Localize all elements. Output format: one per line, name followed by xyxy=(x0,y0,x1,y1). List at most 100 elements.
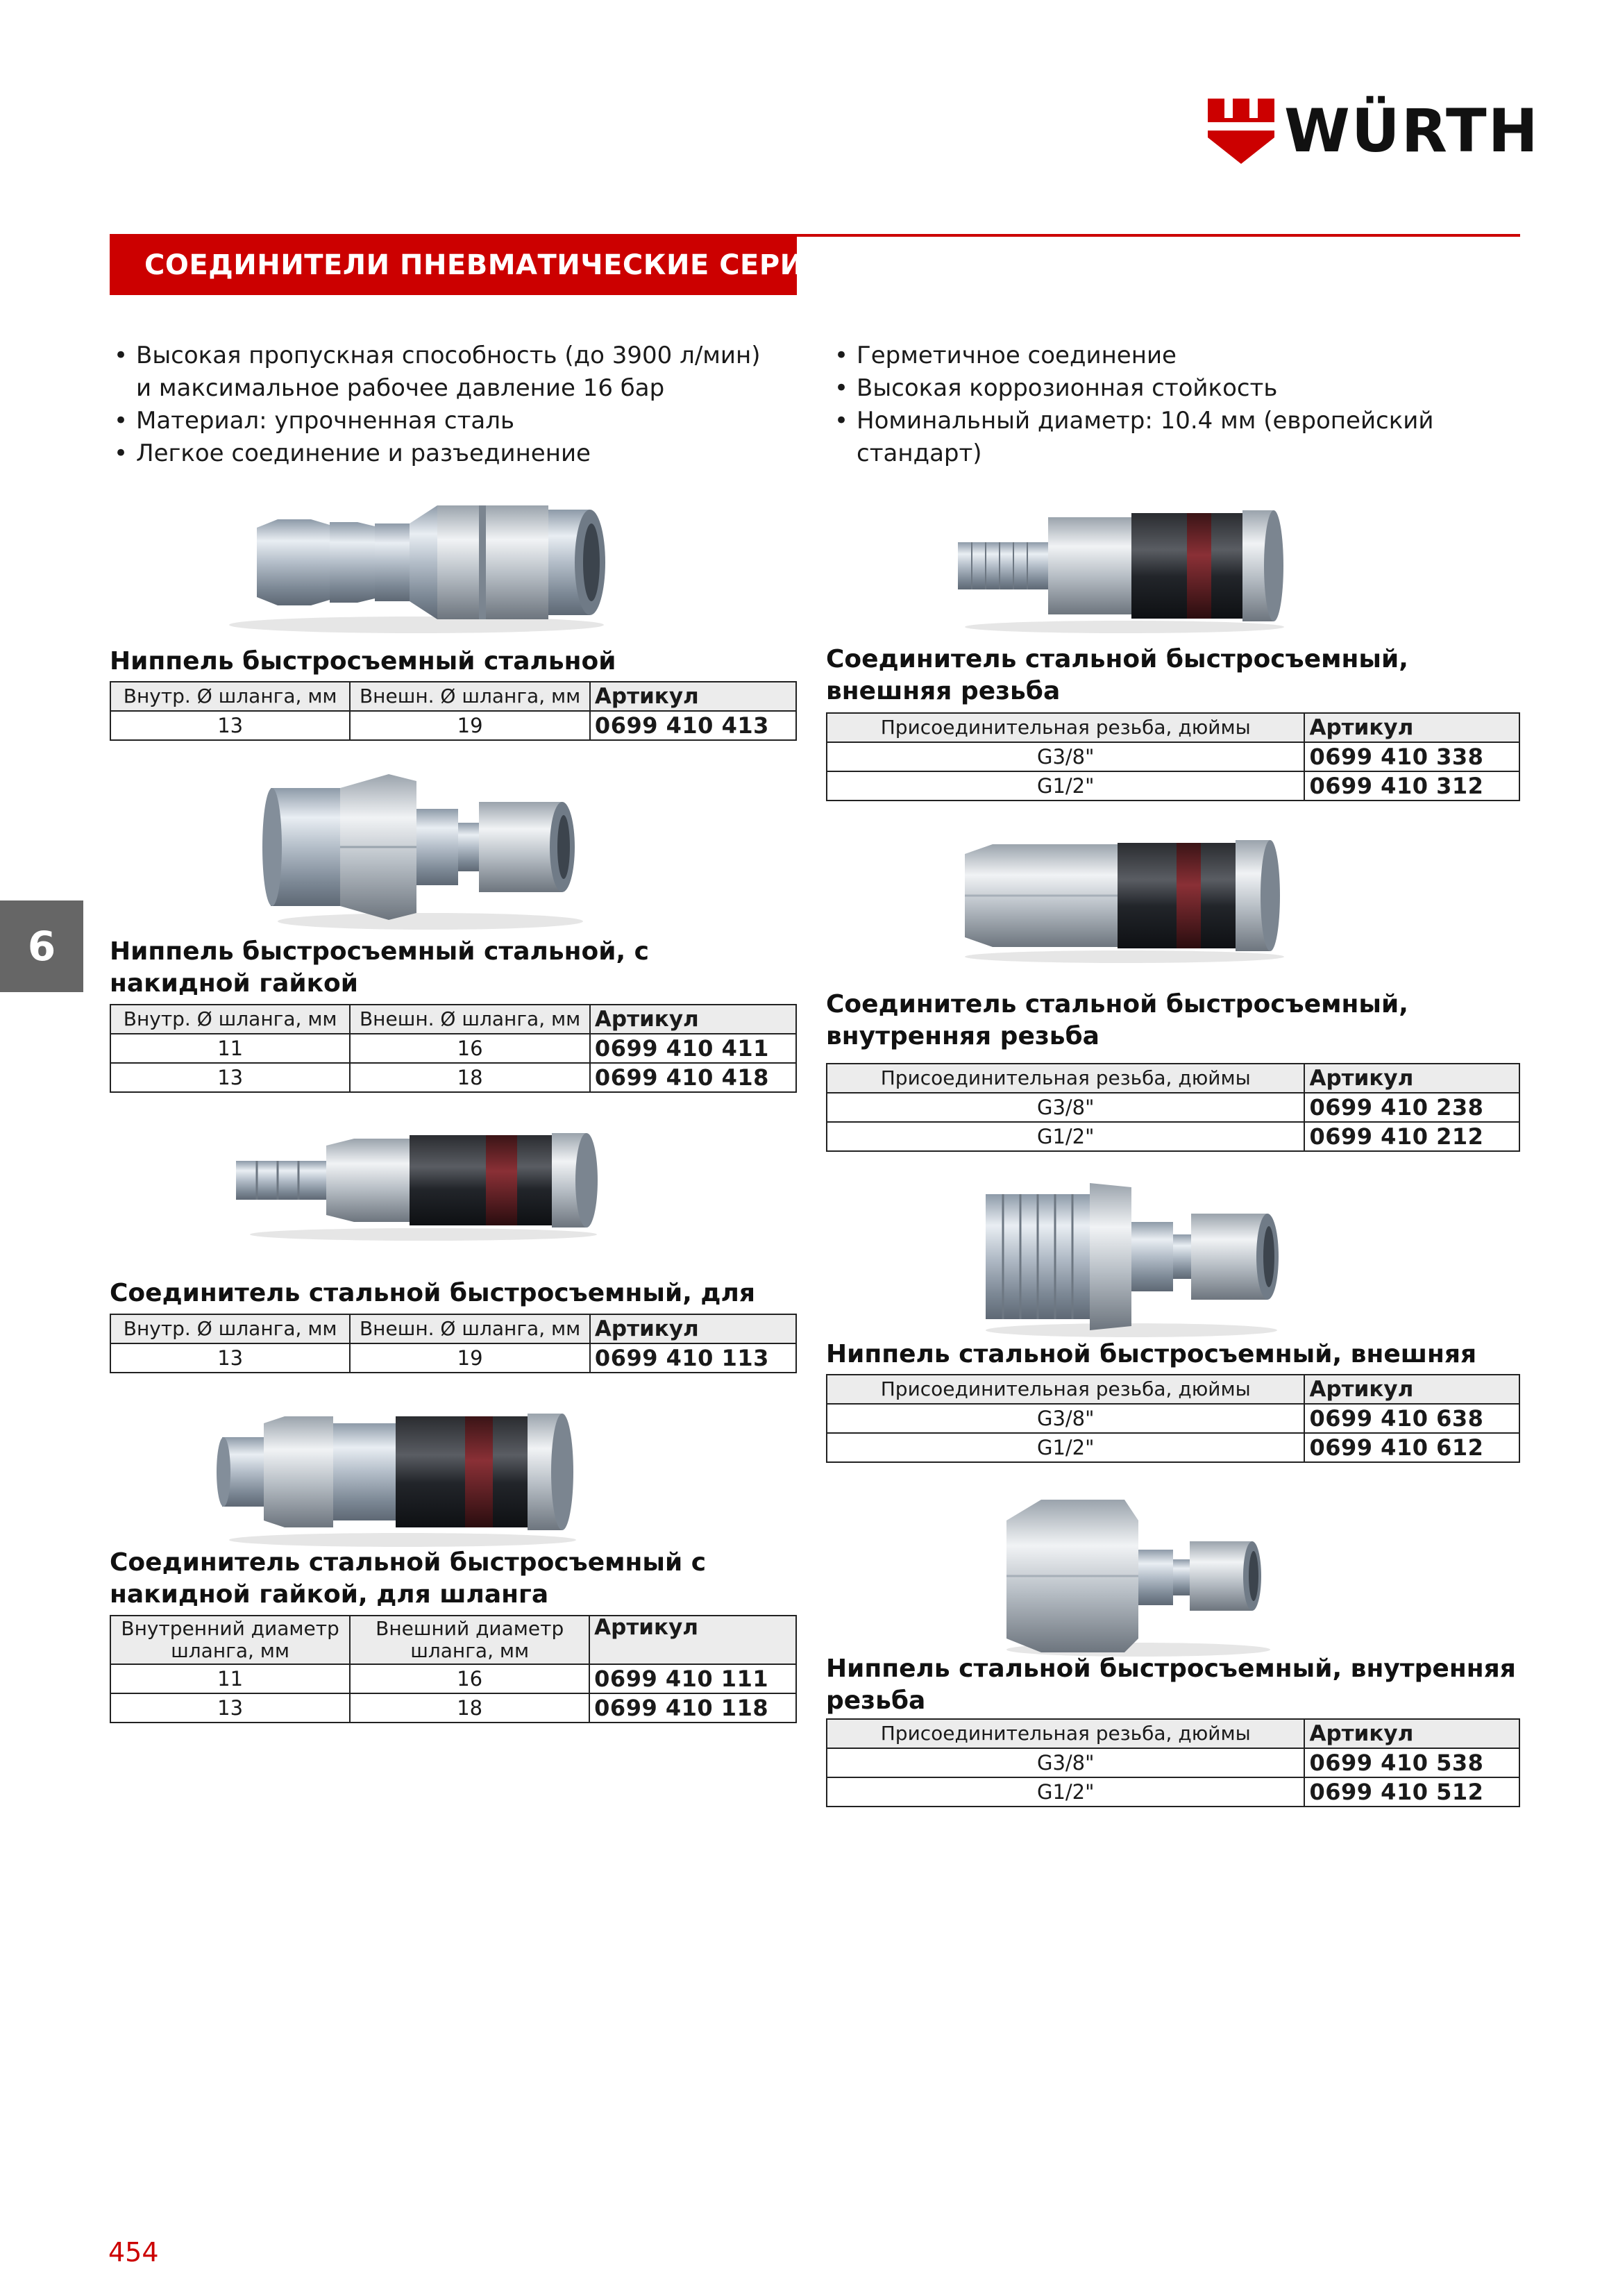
table-header-row: Внутр. Ø шланга, мм Внешн. Ø шланга, мм … xyxy=(109,1314,798,1344)
product-image-nut-coupler xyxy=(217,1414,576,1547)
table-cell: G3/8" xyxy=(825,1748,1306,1778)
article-number: 0699 410 113 xyxy=(589,1343,798,1373)
table-row: 13 18 0699 410 118 xyxy=(109,1693,797,1723)
product-title: Ниппель стальной быстросъемный, внутренн… xyxy=(826,1654,1516,1715)
article-number: 0699 410 312 xyxy=(1304,771,1520,801)
feature-item: Высокая коррозионная стойкость xyxy=(832,372,1519,405)
table-cell: 16 xyxy=(349,1033,591,1064)
table-cell: 13 xyxy=(109,1343,351,1373)
table-row: G3/8" 0699 410 538 xyxy=(825,1748,1520,1778)
column-header: Присоединительная резьба, дюймы xyxy=(825,1063,1306,1093)
table-row: 11 16 0699 410 111 xyxy=(109,1664,797,1694)
column-header: Внутр. Ø шланга, мм xyxy=(109,1314,351,1344)
spec-table-hose-coupler: Внутр. Ø шланга, мм Внешн. Ø шланга, мм … xyxy=(109,1314,798,1373)
table-cell: 19 xyxy=(349,1343,591,1373)
table-cell: G1/2" xyxy=(825,1777,1306,1807)
article-number: 0699 410 238 xyxy=(1304,1092,1520,1123)
product-image-nut-nipple xyxy=(262,774,583,930)
article-number: 0699 410 338 xyxy=(1304,741,1520,772)
feature-item: Герметичное соединение xyxy=(832,340,1519,372)
page-number: 454 xyxy=(108,2237,159,2268)
article-number: 0699 410 212 xyxy=(1304,1121,1520,1152)
table-cell: 19 xyxy=(349,710,591,741)
article-number: 0699 410 538 xyxy=(1304,1748,1520,1778)
chapter-tab: 6 xyxy=(0,900,83,992)
table-header-row: Внутр. Ø шланга, мм Внешн. Ø шланга, мм … xyxy=(109,1004,798,1034)
wurth-logo: WÜRTH xyxy=(1206,97,1538,167)
spec-table-female-coupler: Присоединительная резьба, дюймы Артикул … xyxy=(825,1063,1520,1152)
table-header-row: Внутр. Ø шланга, мм Внешн. Ø шланга, мм … xyxy=(109,681,798,712)
article-number: 0699 410 118 xyxy=(589,1693,797,1723)
product-image-hose-coupler xyxy=(236,1133,598,1241)
spec-table-female-nipple: Присоединительная резьба, дюймы Артикул … xyxy=(825,1718,1520,1807)
column-header: Артикул xyxy=(589,1004,798,1034)
section-header: СОЕДИНИТЕЛИ ПНЕВМАТИЧЕСКИЕ СЕРИИ S4000 xyxy=(110,234,936,295)
table-cell: G3/8" xyxy=(825,1092,1306,1123)
spec-table-nut-coupler: Внутренний диаметр шланга, мм Внешний ди… xyxy=(109,1615,797,1723)
table-row: G1/2" 0699 410 212 xyxy=(825,1121,1520,1152)
column-header: Внешн. Ø шланга, мм xyxy=(349,1314,591,1344)
header-rule xyxy=(110,234,1520,237)
table-header-row: Присоединительная резьба, дюймы Артикул xyxy=(825,1063,1520,1093)
column-header: Артикул xyxy=(589,1615,797,1665)
column-header: Внутренний диаметр шланга, мм xyxy=(109,1615,351,1665)
column-header: Присоединительная резьба, дюймы xyxy=(825,1718,1306,1749)
features-right-list: Герметичное соединение Высокая коррозион… xyxy=(832,340,1519,470)
table-cell: 18 xyxy=(349,1062,591,1093)
features-left-list: Высокая пропускная способность (до 3900 … xyxy=(111,340,777,470)
article-number: 0699 410 612 xyxy=(1304,1432,1520,1463)
table-cell: 11 xyxy=(109,1033,351,1064)
spec-table-nut-nipple: Внутр. Ø шланга, мм Внешн. Ø шланга, мм … xyxy=(109,1004,798,1093)
column-header: Внутр. Ø шланга, мм xyxy=(109,681,351,712)
column-header: Внешн. Ø шланга, мм xyxy=(349,1004,591,1034)
article-number: 0699 410 418 xyxy=(589,1062,798,1093)
table-header-row: Присоединительная резьба, дюймы Артикул xyxy=(825,712,1520,743)
spec-table-hose-nipple: Внутр. Ø шланга, мм Внешн. Ø шланга, мм … xyxy=(109,681,798,741)
column-header: Артикул xyxy=(589,681,798,712)
column-header: Внешн. Ø шланга, мм xyxy=(349,681,591,712)
table-row: 13 19 0699 410 413 xyxy=(109,710,798,741)
table-row: G3/8" 0699 410 638 xyxy=(825,1403,1520,1434)
product-title: Соединитель стальной быстросъемный с нак… xyxy=(110,1548,707,1609)
table-cell: 13 xyxy=(109,1062,351,1093)
column-header: Артикул xyxy=(1304,1718,1520,1749)
table-cell: G1/2" xyxy=(825,771,1306,801)
brand-name: WÜRTH xyxy=(1284,97,1540,166)
product-image-female-coupler xyxy=(965,840,1284,963)
spec-table-male-coupler: Присоединительная резьба, дюймы Артикул … xyxy=(825,712,1520,801)
table-header-row: Присоединительная резьба, дюймы Артикул xyxy=(825,1718,1520,1749)
feature-item: Номинальный диаметр: 10.4 мм (европейски… xyxy=(832,405,1519,470)
column-header: Внешний диаметр шланга, мм xyxy=(349,1615,591,1665)
table-cell: G3/8" xyxy=(825,741,1306,772)
table-header-row: Внутренний диаметр шланга, мм Внешний ди… xyxy=(109,1615,797,1665)
table-cell: 16 xyxy=(349,1664,591,1694)
table-row: G1/2" 0699 410 612 xyxy=(825,1432,1520,1463)
column-header: Артикул xyxy=(1304,1063,1520,1093)
table-row: 13 18 0699 410 418 xyxy=(109,1062,798,1093)
feature-item: Материал: упрочненная сталь xyxy=(111,405,777,437)
column-header: Внутр. Ø шланга, мм xyxy=(109,1004,351,1034)
feature-item: Высокая пропускная способность (до 3900 … xyxy=(111,340,777,405)
table-row: G3/8" 0699 410 238 xyxy=(825,1092,1520,1123)
table-header-row: Присоединительная резьба, дюймы Артикул xyxy=(825,1374,1520,1405)
spec-table-male-nipple: Присоединительная резьба, дюймы Артикул … xyxy=(825,1374,1520,1463)
table-row: G3/8" 0699 410 338 xyxy=(825,741,1520,772)
page-title: СОЕДИНИТЕЛИ ПНЕВМАТИЧЕСКИЕ СЕРИИ S4000 xyxy=(144,249,936,281)
column-header: Артикул xyxy=(589,1314,798,1344)
product-image-hose-nipple xyxy=(229,505,605,633)
table-cell: 13 xyxy=(109,710,351,741)
product-image-male-coupler xyxy=(958,510,1284,633)
article-number: 0699 410 638 xyxy=(1304,1403,1520,1434)
product-title: Соединитель стальной быстросъемный, внеш… xyxy=(826,645,1408,705)
table-cell: G1/2" xyxy=(825,1432,1306,1463)
product-image-female-nipple xyxy=(1006,1500,1270,1657)
column-header: Присоединительная резьба, дюймы xyxy=(825,712,1306,743)
table-cell: 13 xyxy=(109,1693,351,1723)
table-cell: G3/8" xyxy=(825,1403,1306,1434)
article-number: 0699 410 413 xyxy=(589,710,798,741)
column-header: Артикул xyxy=(1304,1374,1520,1405)
article-number: 0699 410 411 xyxy=(589,1033,798,1064)
table-row: G1/2" 0699 410 312 xyxy=(825,771,1520,801)
table-cell: 11 xyxy=(109,1664,351,1694)
product-image-male-nipple xyxy=(986,1183,1279,1337)
